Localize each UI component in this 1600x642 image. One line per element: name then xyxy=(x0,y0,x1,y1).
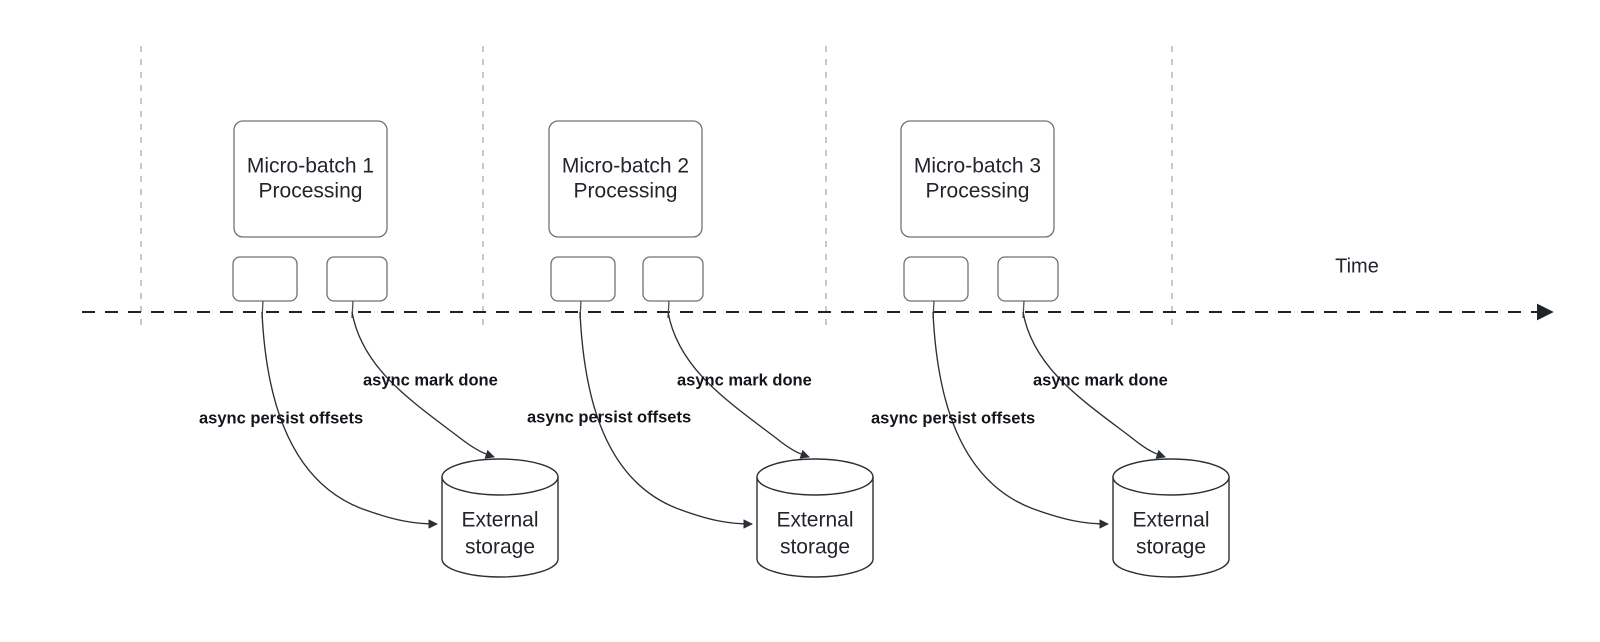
micro-batch-3-processing-label-line1: Micro-batch 3 xyxy=(914,155,1041,178)
micro-batch-group-2: Micro-batch 2 Processing async mark done… xyxy=(527,120,874,578)
micro-batch-3-persist-offsets-arrow xyxy=(932,311,1109,529)
micro-batch-3-storage-label-line2: storage xyxy=(1136,536,1206,559)
micro-batch-2-task-box-1[interactable] xyxy=(550,256,616,302)
micro-batch-1-persist-offsets-arrow xyxy=(261,311,438,529)
micro-batch-1-processing-label-line1: Micro-batch 1 xyxy=(247,155,374,178)
micro-batch-group-3: Micro-batch 3 Processing async mark done… xyxy=(871,120,1230,578)
micro-batch-2-storage-label-line2: storage xyxy=(780,536,850,559)
micro-batch-group-1: Micro-batch 1 Processing async mark done… xyxy=(199,120,559,578)
micro-batch-2-persist-offsets-arrow xyxy=(579,311,753,529)
micro-batch-3-task-box-1[interactable] xyxy=(903,256,969,302)
micro-batch-3-storage-label-line1: External xyxy=(1132,509,1209,532)
micro-batch-1-processing-box[interactable] xyxy=(233,120,388,238)
micro-batch-2-processing-box[interactable] xyxy=(548,120,703,238)
micro-batch-1-mark-done-label: async mark done xyxy=(363,371,498,389)
micro-batch-3-processing-label-line2: Processing xyxy=(926,180,1030,203)
micro-batch-2-task-box-2[interactable] xyxy=(642,256,704,302)
micro-batch-2-mark-done-arrow xyxy=(667,311,810,459)
micro-batch-3-persist-offsets-label: async persist offsets xyxy=(871,409,1035,427)
micro-batch-3-mark-done-arrow xyxy=(1022,311,1166,459)
micro-batch-2-storage-label-line1: External xyxy=(776,509,853,532)
micro-batch-1-storage-label-line2: storage xyxy=(465,536,535,559)
micro-batch-2-external-storage[interactable]: External storage xyxy=(756,458,874,578)
micro-batch-3-external-storage[interactable]: External storage xyxy=(1112,458,1230,578)
micro-batch-2-processing-label-line1: Micro-batch 2 xyxy=(562,155,689,178)
time-axis: Time xyxy=(82,255,1554,321)
time-axis-label: Time xyxy=(1335,255,1379,277)
micro-batch-2-mark-done-label: async mark done xyxy=(677,371,812,389)
micro-batch-1-task-box-1[interactable] xyxy=(232,256,298,302)
micro-batch-3-processing-box[interactable] xyxy=(900,120,1055,238)
micro-batch-2-processing-label-line2: Processing xyxy=(574,180,678,203)
micro-batch-1-external-storage[interactable]: External storage xyxy=(441,458,559,578)
micro-batch-1-storage-label-line1: External xyxy=(461,509,538,532)
micro-batch-2-persist-offsets-label: async persist offsets xyxy=(527,408,691,426)
timeline-tick-guides xyxy=(140,46,1173,330)
micro-batch-3-mark-done-label: async mark done xyxy=(1033,371,1168,389)
micro-batch-1-task-box-2[interactable] xyxy=(326,256,388,302)
micro-batch-1-mark-done-arrow xyxy=(351,311,495,459)
micro-batch-1-processing-label-line2: Processing xyxy=(259,180,363,203)
micro-batch-3-task-box-2[interactable] xyxy=(997,256,1059,302)
micro-batch-1-persist-offsets-label: async persist offsets xyxy=(199,409,363,427)
